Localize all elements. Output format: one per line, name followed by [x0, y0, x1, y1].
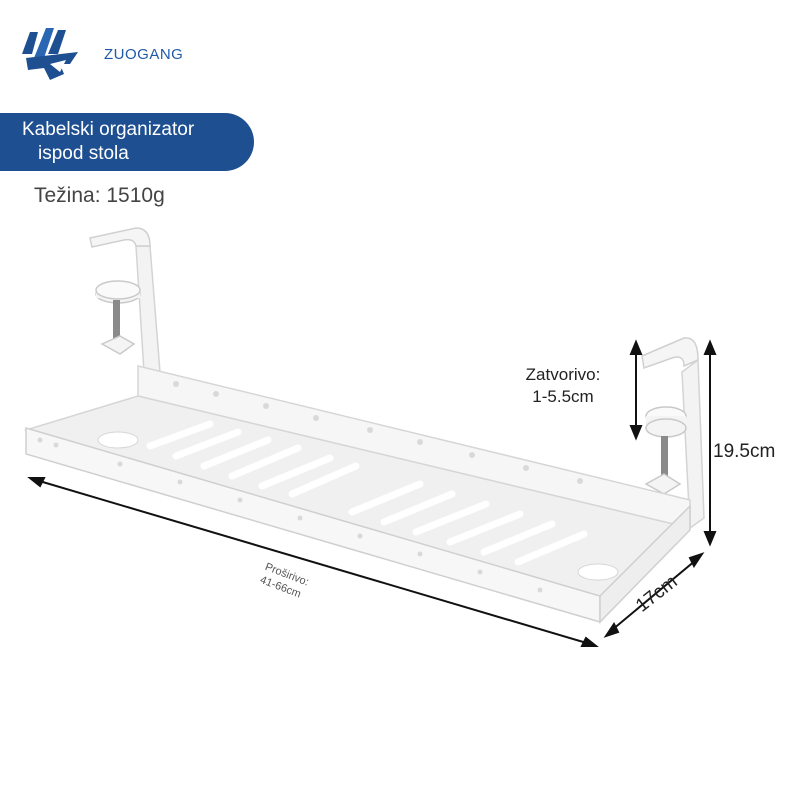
brand-name: ZUOGANG — [104, 46, 184, 63]
product-title-line1: Kabelski organizator — [22, 119, 195, 140]
height-dimension: 19.5cm — [713, 441, 776, 462]
product-title-banner: Kabelski organizator ispod stola — [0, 113, 254, 171]
product-weight: Težina: 1510g — [34, 184, 165, 207]
clamp-title: Zatvorivo: — [525, 365, 601, 384]
clamp-range-label: Zatvorivo: 1-5.5cm — [508, 364, 618, 408]
clamp-value: 1-5.5cm — [532, 387, 594, 406]
zuogang-logo-icon — [22, 28, 78, 80]
product-title-line2: ispod stola — [38, 143, 129, 164]
